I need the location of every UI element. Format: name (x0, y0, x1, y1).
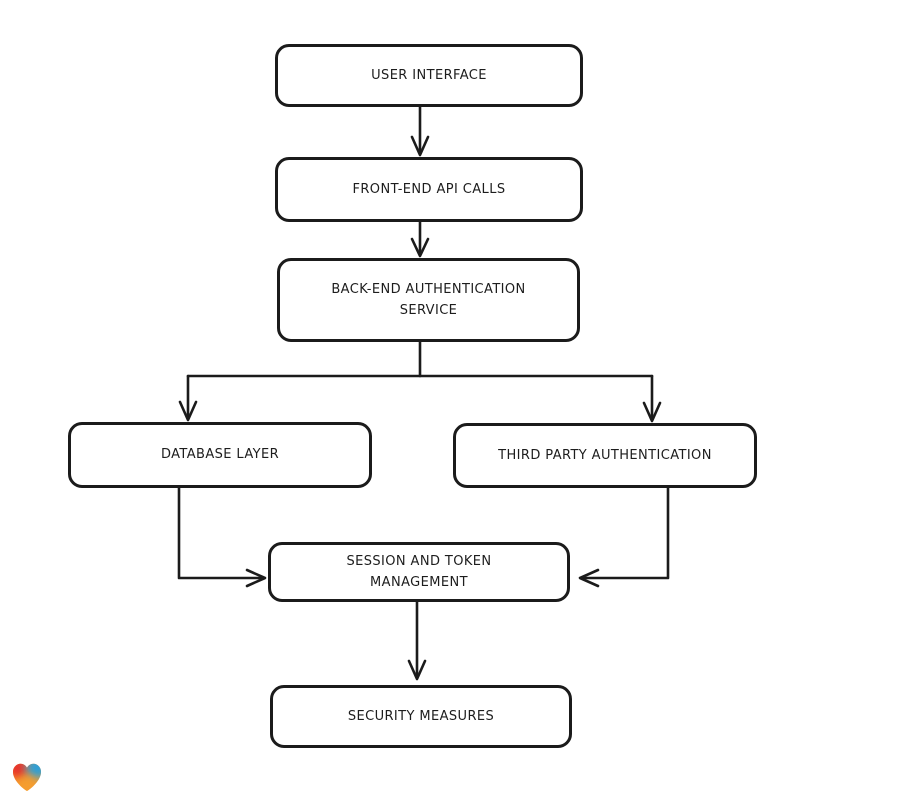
node-database-layer: DATABASE LAYER (68, 422, 372, 488)
node-label: SECURITY MEASURES (347, 708, 495, 724)
edge-database-layer-to-session-token-mgmt (177, 486, 267, 588)
edge-back-end-auth-service-branch (186, 340, 654, 378)
edge-branch-to-third-party-auth (642, 374, 662, 423)
heart-icon (12, 763, 42, 792)
node-back-end-authentication-service: BACK-END AUTHENTICATION SERVICE (277, 258, 580, 342)
node-label: THIRD PARTY AUTHENTICATION (498, 447, 712, 463)
node-label: DATABASE LAYER (160, 447, 280, 463)
edge-user-interface-to-front-end-api-calls (410, 105, 430, 157)
node-label: FRONT-END API CALLS (352, 181, 506, 197)
node-security-measures: SECURITY MEASURES (270, 685, 572, 748)
edge-branch-to-database-layer (178, 374, 198, 422)
node-user-interface: USER INTERFACE (275, 44, 583, 107)
node-label: BACK-END AUTHENTICATION SERVICE (331, 281, 526, 318)
node-front-end-api-calls: FRONT-END API CALLS (275, 157, 583, 222)
gradient-heart-logo[interactable] (10, 761, 44, 794)
node-third-party-authentication: THIRD PARTY AUTHENTICATION (453, 423, 757, 488)
edge-session-token-mgmt-to-security-measures (407, 600, 427, 681)
edge-third-party-auth-to-session-token-mgmt (578, 486, 670, 588)
node-label: USER INTERFACE (371, 67, 487, 83)
node-session-and-token-management: SESSION AND TOKEN MANAGEMENT (268, 542, 570, 602)
edge-front-end-api-calls-to-back-end-auth-service (410, 220, 430, 258)
node-label: SESSION AND TOKEN MANAGEMENT (346, 553, 492, 590)
